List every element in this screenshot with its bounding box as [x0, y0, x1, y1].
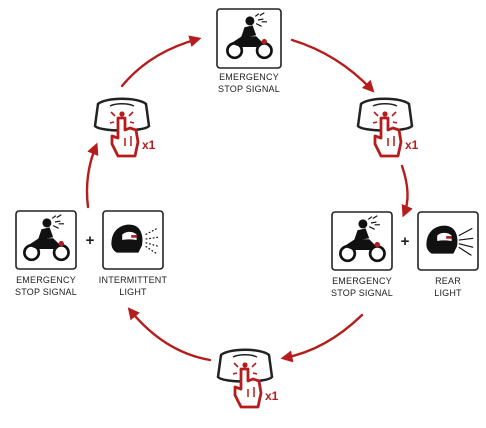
state-top-label-line1: EMERGENCY	[219, 72, 279, 82]
press-button-icon	[93, 97, 151, 158]
transition-bottom: x1	[216, 348, 279, 409]
state-right-stop-plus-rear-light: + EMERGENCY STOP SIGNAL REAR LIGHT	[331, 211, 479, 298]
press-count-top-right: x1	[405, 138, 419, 152]
press-button-icon	[216, 348, 274, 409]
state-left-light-label-line1: INTERMITTENT	[99, 275, 168, 285]
press-count-bottom: x1	[265, 389, 279, 403]
state-left-stop-label-line1: EMERGENCY	[16, 275, 76, 285]
arrow-left-to-topleft	[85, 142, 99, 209]
arrow-topright-to-right	[400, 164, 413, 218]
transition-top-right: x1	[356, 97, 419, 158]
plus-sign: +	[401, 233, 410, 250]
state-right-light-label-line1: REAR	[435, 276, 461, 286]
state-top-emergency-stop: EMERGENCY STOP SIGNAL	[216, 8, 282, 94]
state-right-light-label-line2: LIGHT	[434, 288, 462, 298]
arrow-right-to-bottom	[280, 313, 364, 363]
plus-sign: +	[86, 232, 95, 249]
state-left-stop-label-line2: STOP SIGNAL	[15, 287, 77, 297]
arrow-top-to-topright	[290, 38, 375, 93]
state-top-label-line2: STOP SIGNAL	[218, 84, 280, 94]
state-left-stop-plus-intermittent-light: + EMERGENCY STOP SIGNAL INTERMITTENT LIG…	[15, 210, 168, 297]
press-button-icon	[356, 97, 414, 158]
transition-top-left: x1	[93, 97, 156, 158]
state-right-stop-label-line2: STOP SIGNAL	[331, 288, 393, 298]
state-right-stop-label-line1: EMERGENCY	[332, 276, 392, 286]
state-left-light-label-line2: LIGHT	[119, 287, 147, 297]
arrow-bottom-to-left	[127, 307, 212, 362]
arrow-topleft-to-top	[120, 35, 202, 88]
press-count-top-left: x1	[142, 138, 156, 152]
